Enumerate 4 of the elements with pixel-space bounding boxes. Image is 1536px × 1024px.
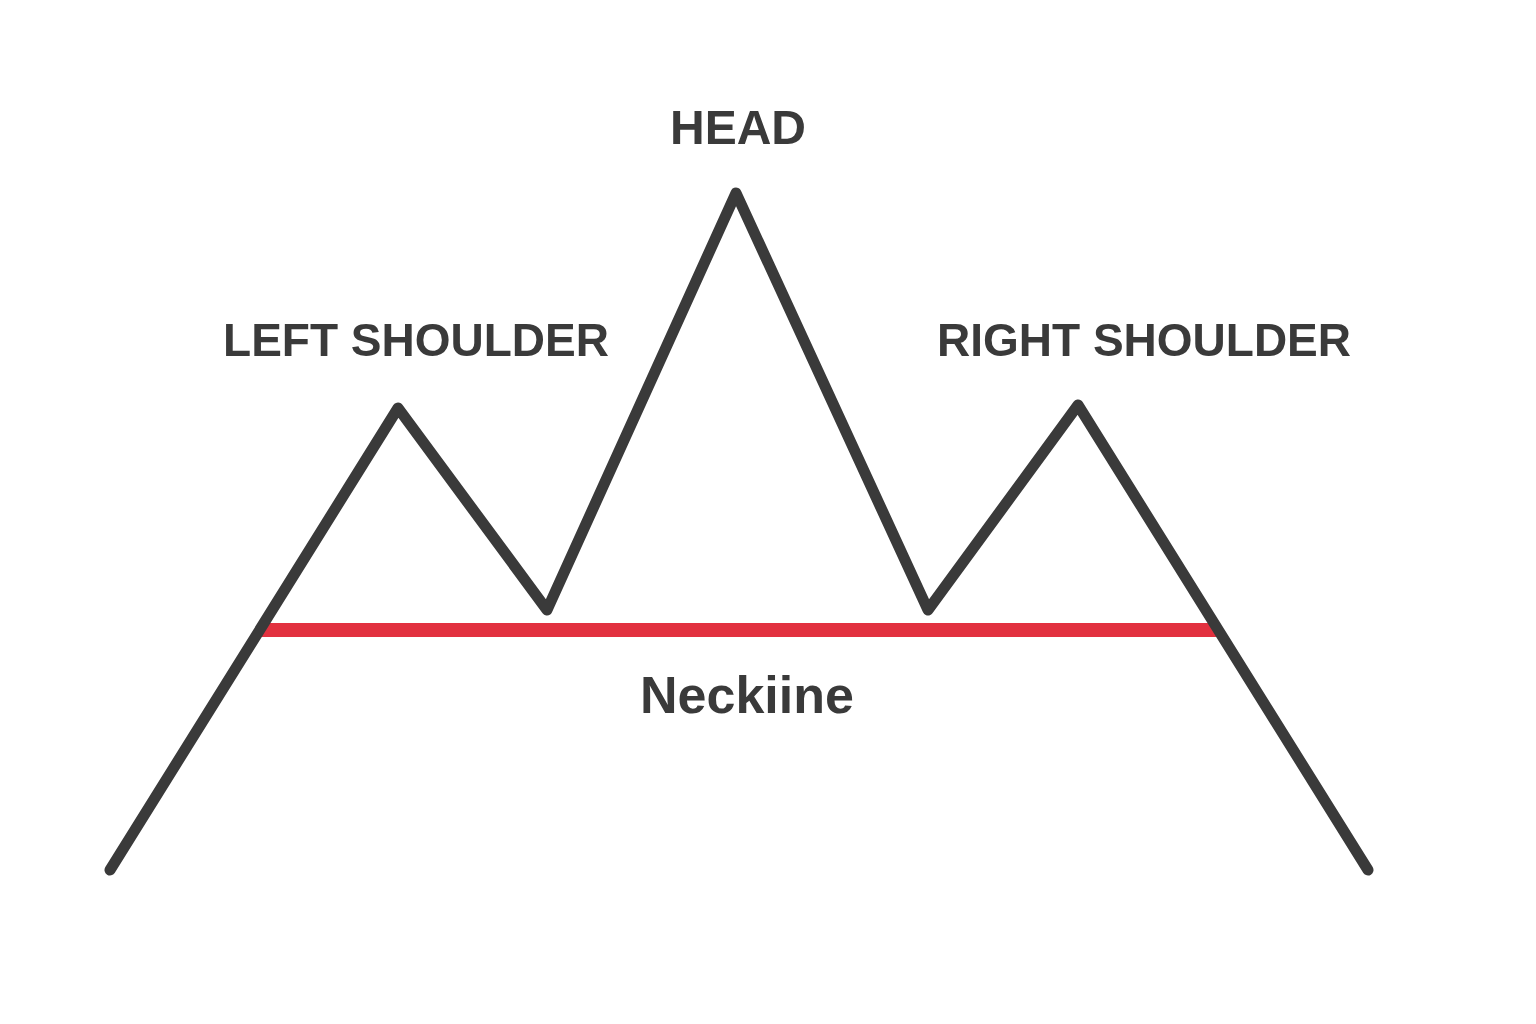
pattern-label: RIGHT SHOULDER <box>937 313 1351 367</box>
pattern-label: HEAD <box>670 99 806 155</box>
pattern-label: Neckiine <box>640 665 854 725</box>
pattern-label: LEFT SHOULDER <box>223 313 609 367</box>
